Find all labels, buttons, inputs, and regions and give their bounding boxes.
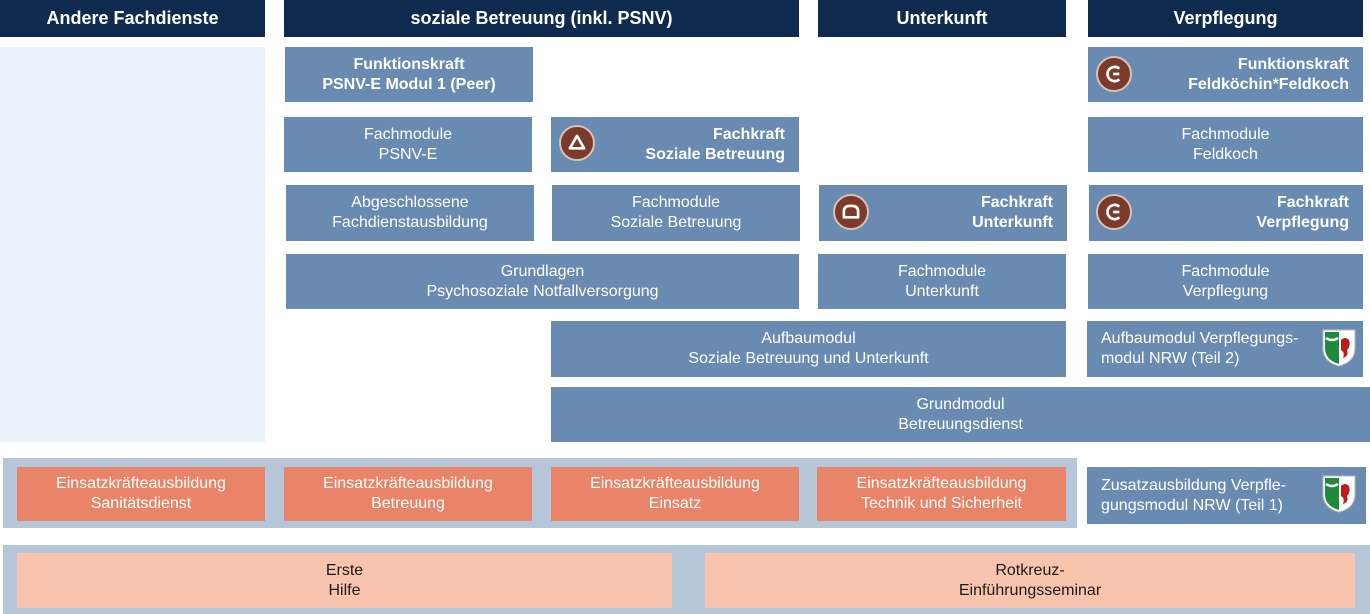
box-line: Psychosoziale Notfallversorgung: [426, 282, 659, 300]
box-line: Technik und Sicherheit: [861, 495, 1022, 512]
box-line: Soziale Betreuung: [645, 145, 785, 163]
box-abgeschlossene-fachdienstausbildung: Abgeschlossene Fachdienstausbildung: [286, 185, 534, 241]
box-line: Fachkraft: [980, 194, 1053, 211]
header-andere-fachdienste: Andere Fachdienste: [0, 0, 265, 37]
box-line: Einsatzkräfteausbildung: [56, 475, 226, 492]
box-line: Feldkoch: [1193, 145, 1258, 163]
box-line: Aufbaumodul: [761, 330, 856, 347]
box-line: Einsatz: [648, 495, 702, 512]
box-fachkraft-soziale-betreuung: Fachkraft Soziale Betreuung: [551, 117, 799, 172]
box-fachmodule-unterkunft: Fachmodule Unterkunft: [818, 254, 1066, 309]
box-line: Einführungsseminar: [958, 581, 1102, 599]
box-line: Fachmodule: [363, 125, 453, 143]
box-line: Einsatzkräfteausbildung: [323, 475, 493, 492]
box-line: Rotkreuz-: [995, 561, 1065, 579]
box-line: PSNV-E: [378, 145, 438, 163]
box-line: Verpflegung: [1256, 214, 1349, 231]
box-line: Grundlagen: [500, 262, 585, 280]
box-line: Fachkraft: [712, 125, 785, 143]
box-zusatzausbildung-verpflegung-nrw: Zusatzausbildung Verpfle- gungsmodul NRW…: [1087, 467, 1366, 524]
box-line: Fachmodule: [897, 262, 987, 280]
verpflegung-tactical-sign-icon: [1096, 56, 1132, 92]
verpflegung-tactical-sign-icon: [1096, 194, 1132, 230]
box-line: Grundmodul: [916, 395, 1005, 413]
box-line: Soziale Betreuung und Unterkunft: [688, 350, 929, 367]
box-eka-sanitaetsdienst: Einsatzkräfteausbildung Sanitätsdienst: [17, 467, 265, 521]
andere-fachdienste-area: [0, 47, 265, 442]
box-line: Fachmodule: [1181, 125, 1270, 143]
box-eka-betreuung: Einsatzkräfteausbildung Betreuung: [284, 467, 532, 521]
box-line: Unterkunft: [905, 282, 979, 300]
box-line: Funktionskraft: [1237, 55, 1349, 73]
header-soziale-betreuung: soziale Betreuung (inkl. PSNV): [284, 0, 799, 37]
box-aufbaumodul-soziale-betreuung: Aufbaumodul Soziale Betreuung und Unterk…: [551, 321, 1066, 377]
box-line: Fachmodule: [1181, 262, 1270, 280]
box-fachmodule-verpflegung: Fachmodule Verpflegung: [1088, 254, 1363, 309]
box-line: PSNV-E Modul 1 (Peer): [322, 75, 496, 93]
box-line: Einsatzkräfteausbildung: [856, 475, 1027, 492]
box-line: gungsmodul NRW (Teil 1): [1101, 496, 1283, 514]
box-funktionskraft-feldkoch: Funktionskraft Feldköchin*Feldkoch: [1088, 47, 1363, 102]
box-line: Aufbaumodul Verpflegungs-: [1101, 330, 1299, 347]
box-erste-hilfe: Erste Hilfe: [17, 553, 672, 608]
box-line: Betreuungsdienst: [898, 415, 1023, 433]
header-unterkunft: Unterkunft: [818, 0, 1066, 37]
nrw-coat-of-arms-icon: [1321, 474, 1357, 514]
box-line: Erste: [325, 561, 364, 579]
box-grundlagen-psnv: Grundlagen Psychosoziale Notfallversorgu…: [286, 254, 799, 309]
box-fachmodule-soziale-betreuung: Fachmodule Soziale Betreuung: [552, 185, 800, 241]
unterkunft-tactical-sign-icon: [833, 194, 869, 230]
box-line: Fachmodule: [631, 194, 721, 211]
box-line: Funktionskraft: [353, 55, 465, 73]
box-line: Fachkraft: [1276, 194, 1349, 211]
box-fachkraft-verpflegung: Fachkraft Verpflegung: [1089, 185, 1363, 241]
nrw-coat-of-arms-icon: [1321, 328, 1357, 368]
box-fachmodule-feldkoch: Fachmodule Feldkoch: [1088, 117, 1363, 172]
box-line: Unterkunft: [972, 214, 1053, 231]
box-line: Zusatzausbildung Verpfle-: [1101, 476, 1286, 494]
box-line: Abgeschlossene: [351, 194, 469, 211]
box-eka-einsatz: Einsatzkräfteausbildung Einsatz: [551, 467, 799, 521]
box-aufbaumodul-verpflegung-nrw: Aufbaumodul Verpflegungs- modul NRW (Tei…: [1087, 321, 1363, 377]
box-fachkraft-unterkunft: Fachkraft Unterkunft: [819, 185, 1067, 241]
box-line: Sanitätsdienst: [90, 495, 192, 512]
box-line: Verpflegung: [1182, 282, 1269, 300]
header-verpflegung: Verpflegung: [1088, 0, 1363, 37]
box-line: modul NRW (Teil 2): [1101, 350, 1240, 367]
box-rotkreuz-einfuehrungsseminar: Rotkreuz- Einführungsseminar: [705, 553, 1355, 608]
box-funktionskraft-psnv: Funktionskraft PSNV-E Modul 1 (Peer): [285, 47, 533, 102]
box-line: Hilfe: [328, 581, 361, 599]
box-line: Feldköchin*Feldkoch: [1188, 75, 1349, 93]
box-line: Soziale Betreuung: [610, 214, 742, 231]
box-grundmodul-betreuungsdienst: Grundmodul Betreuungsdienst: [551, 387, 1370, 442]
box-eka-technik-sicherheit: Einsatzkräfteausbildung Technik und Sich…: [817, 467, 1066, 521]
box-line: Fachdienstausbildung: [332, 214, 488, 231]
box-line: Einsatzkräfteausbildung: [590, 475, 760, 492]
box-fachmodule-psnv: Fachmodule PSNV-E: [284, 117, 532, 172]
box-line: Betreuung: [371, 495, 445, 512]
betreuung-tactical-sign-icon: [559, 125, 595, 161]
